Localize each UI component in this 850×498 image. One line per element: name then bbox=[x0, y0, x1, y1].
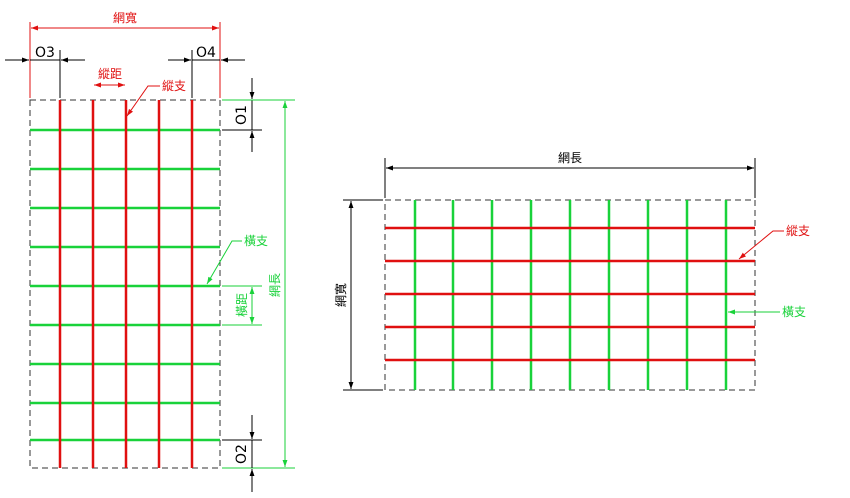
o3-dimension: O3 bbox=[5, 45, 85, 98]
right-width-label: 網寬 bbox=[333, 283, 348, 307]
right-width-dimension: 網寬 bbox=[333, 199, 383, 391]
long-pitch-dimension: 縱距 bbox=[94, 67, 125, 88]
o1-label: O1 bbox=[234, 105, 250, 125]
o4-label: O4 bbox=[196, 45, 216, 61]
left-length-label: 網長 bbox=[268, 273, 282, 297]
right-mesh-panel: 網長 網寬 縱支 橫支 bbox=[333, 151, 810, 391]
left-width-label: 網寬 bbox=[113, 10, 137, 25]
left-length-dimension: 網長 bbox=[222, 99, 295, 469]
o1-dimension: O1 bbox=[222, 78, 262, 152]
left-longitudinal-label: 縱支 bbox=[162, 79, 186, 93]
trans-pitch-dimension: 橫距 bbox=[222, 285, 262, 326]
o3-label: O3 bbox=[35, 45, 55, 61]
left-width-dimension: 網寬 bbox=[29, 10, 221, 98]
left-longitudinal-callout: 縱支 bbox=[126, 79, 186, 117]
right-length-label: 網長 bbox=[558, 151, 582, 165]
left-transverse-label: 橫支 bbox=[244, 234, 268, 248]
o4-dimension: O4 bbox=[168, 45, 245, 98]
left-transverse-callout: 橫支 bbox=[206, 234, 268, 285]
right-length-dimension: 網長 bbox=[384, 151, 756, 198]
o2-dimension: O2 bbox=[222, 415, 262, 492]
right-transverse-label: 橫支 bbox=[782, 305, 806, 319]
left-mesh-panel: 網寬 O3 O4 縱距 縱支 bbox=[5, 10, 295, 492]
right-longitudinal-callout: 縱支 bbox=[738, 224, 810, 260]
right-transverse-callout: 橫支 bbox=[728, 305, 806, 319]
trans-pitch-label: 橫距 bbox=[235, 293, 249, 317]
o2-label: O2 bbox=[234, 444, 250, 464]
right-longitudinal-label: 縱支 bbox=[786, 224, 810, 238]
long-pitch-label: 縱距 bbox=[98, 67, 122, 81]
left-longitudinal-bars bbox=[58, 100, 194, 468]
right-longitudinal-bars bbox=[385, 226, 755, 362]
